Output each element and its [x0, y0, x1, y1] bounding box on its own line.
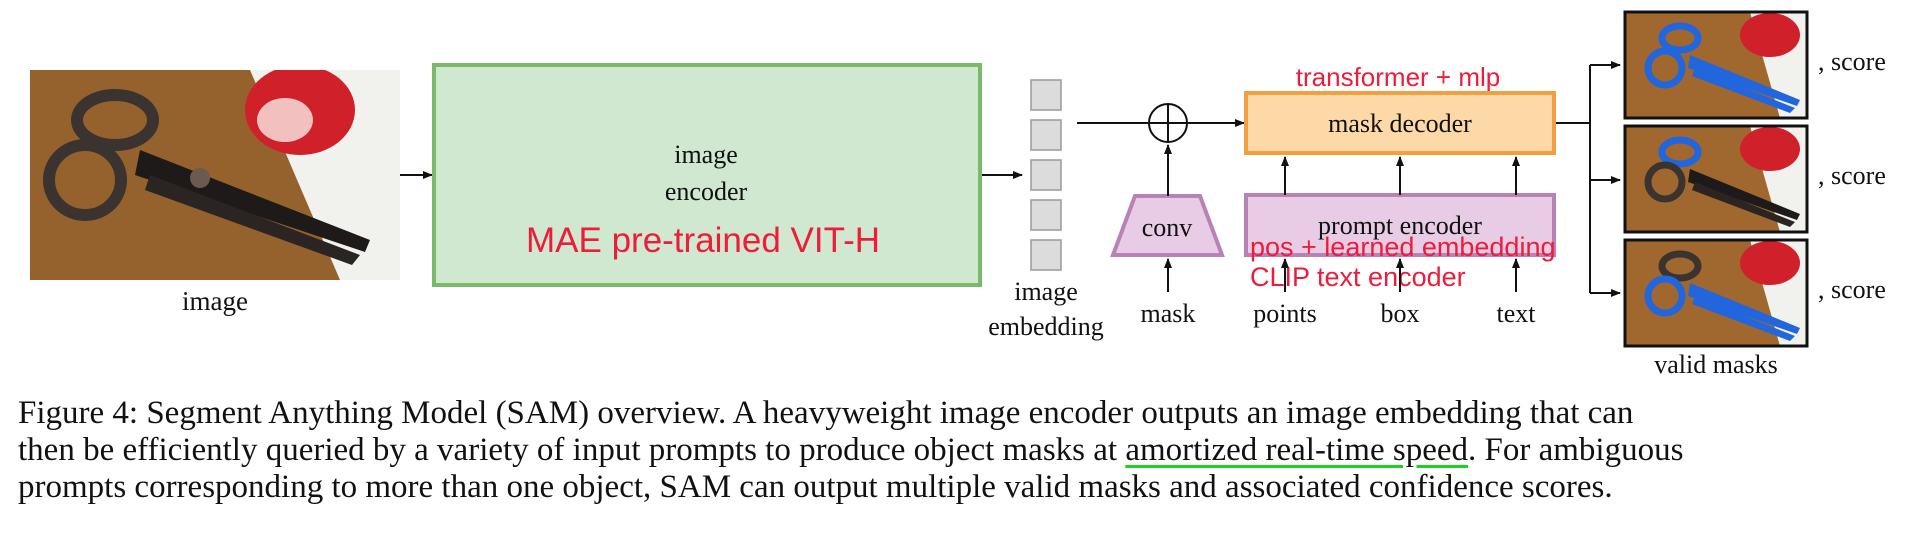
figure-caption: Figure 4: Segment Anything Model (SAM) o… [18, 395, 1918, 506]
input-scissors-image [30, 70, 400, 280]
mask-3-score: , score [1818, 275, 1886, 304]
mask-decoder-label: mask decoder [1328, 109, 1472, 138]
sum-node-icon [1148, 103, 1188, 143]
caption-line-2: then be efficiently queried by a variety… [18, 432, 1918, 469]
encoder-annotation: MAE pre-trained VIT-H [526, 221, 880, 260]
mask-1-score: , score [1818, 47, 1886, 76]
caption-line-2-start: then be efficiently queried by a variety… [18, 432, 1126, 468]
output-mask-2-image [1623, 124, 1809, 234]
image-embedding-stack [1030, 79, 1062, 271]
caption-line-1: Figure 4: Segment Anything Model (SAM) o… [18, 395, 1634, 431]
mask-input-label: mask [1141, 299, 1196, 328]
mask-2-score: , score [1818, 161, 1886, 190]
input-image-label: image [182, 286, 248, 316]
decoder-annotation: transformer + mlp [1296, 62, 1500, 92]
prompt-encoder-annotation2: CLIP text encoder [1250, 262, 1466, 292]
encoder-label-line1: image [674, 140, 738, 169]
prompt-input-points: points [1253, 299, 1317, 328]
caption-line-2-end: . For ambiguous [1468, 432, 1684, 468]
conv-block [1110, 194, 1225, 257]
caption-line-3: prompts corresponding to more than one o… [18, 469, 1613, 505]
embedding-label-line2: embedding [988, 312, 1104, 341]
mask-decoder-box [1244, 91, 1556, 155]
output-mask-1-image [1623, 10, 1809, 120]
embedding-label-line1: image [1014, 277, 1078, 306]
conv-label: conv [1142, 213, 1193, 242]
image-encoder-box [432, 63, 982, 287]
prompt-encoder-label: prompt encoder [1318, 211, 1482, 240]
prompt-encoder-annotation1: pos + learned embedding [1250, 232, 1555, 262]
prompt-input-text: text [1497, 299, 1537, 328]
caption-underlined-phrase: amortized real-time speed [1125, 432, 1468, 468]
sam-architecture-diagram: image image encoder MAE pre-trained VIT-… [30, 10, 1886, 379]
output-mask-3-image [1623, 238, 1809, 348]
encoder-label-line2: encoder [665, 177, 748, 206]
valid-masks-label: valid masks [1654, 350, 1778, 379]
prompt-input-box: box [1381, 299, 1420, 328]
